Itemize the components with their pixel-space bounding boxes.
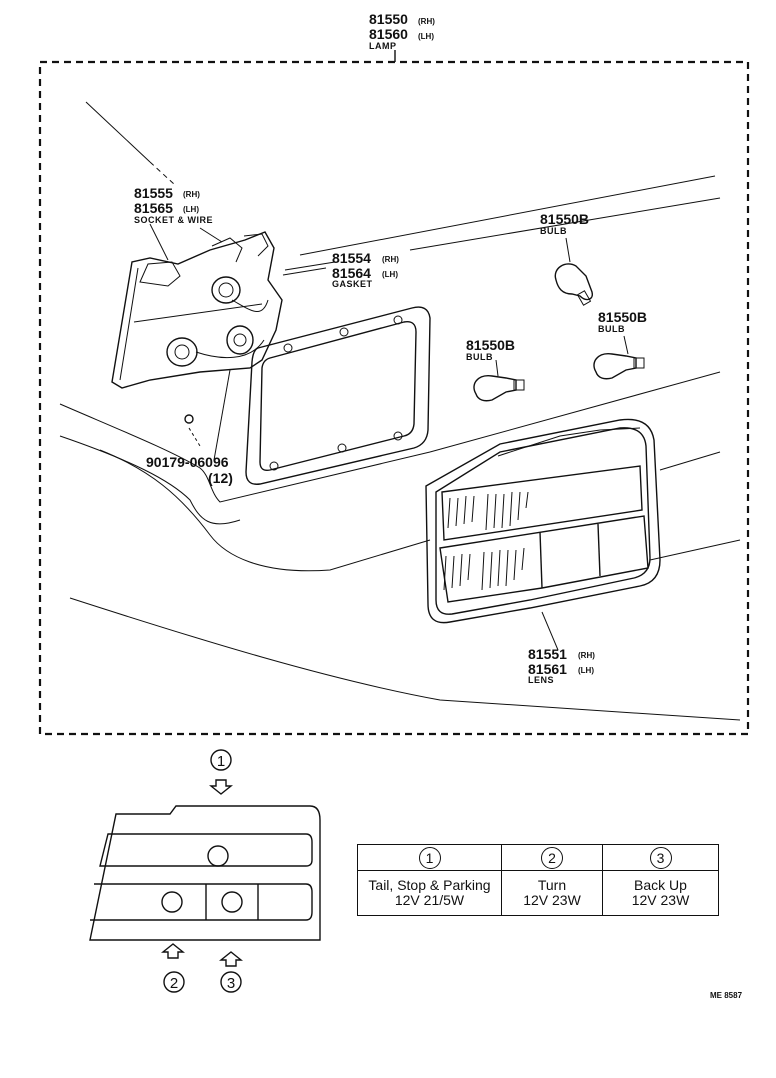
bulb-right-callout: 81550B BULB — [598, 309, 647, 334]
marker-3: 3 — [219, 951, 243, 993]
lens-ribs-lower — [443, 547, 525, 591]
down-arrow-icon — [209, 779, 233, 795]
gasket-part — [213, 267, 431, 485]
svg-text:90179-06096: 90179-06096 — [146, 454, 229, 470]
svg-text:2: 2 — [170, 975, 178, 992]
svg-text:81554: 81554 — [332, 250, 371, 266]
svg-text:GASKET: GASKET — [332, 279, 373, 289]
bulb-top-part — [554, 237, 594, 306]
lens-ribs-upper — [447, 491, 529, 531]
svg-text:81550B: 81550B — [540, 211, 589, 227]
lens-callout: 81551 (RH) 81561 (LH) LENS — [528, 646, 595, 685]
svg-text:(LH): (LH) — [578, 666, 594, 675]
bulb-spec: 12V 21/5W — [394, 892, 465, 908]
svg-text:(RH): (RH) — [183, 190, 200, 199]
bulb-use: Turn — [537, 877, 567, 893]
screw-part — [184, 414, 201, 447]
schematic-bulb-3-icon — [221, 891, 243, 913]
marker-1: 1 — [209, 749, 233, 795]
table-cell: Tail, Stop & Parking 12V 21/5W — [357, 870, 502, 916]
svg-text:(12): (12) — [208, 470, 233, 486]
socket-callout: 81555 (RH) 81565 (LH) SOCKET & WIRE — [134, 185, 213, 225]
table-header-cell: 1 — [357, 844, 502, 871]
table-cell: Turn 12V 23W — [501, 870, 603, 916]
svg-text:81555: 81555 — [134, 185, 173, 201]
bulb-use: Tail, Stop & Parking — [368, 877, 491, 893]
svg-text:BULB: BULB — [540, 226, 567, 236]
circled-number: 1 — [418, 846, 441, 869]
bulb-right-part — [593, 335, 645, 380]
bulb-spec: 12V 23W — [523, 892, 581, 908]
figure-code: ME 8587 — [710, 991, 743, 1000]
vehicle-body-outline — [59, 101, 741, 721]
socket-wire-part — [111, 223, 283, 389]
table-header-cell: 3 — [602, 844, 719, 871]
svg-text:81550B: 81550B — [466, 337, 515, 353]
table-cell: Back Up 12V 23W — [602, 870, 719, 916]
up-arrow-icon — [219, 951, 243, 967]
svg-text:SOCKET & WIRE: SOCKET & WIRE — [134, 215, 213, 225]
marker-2: 2 — [161, 943, 185, 993]
bulb-top-callout: 81550B BULB — [540, 211, 589, 236]
svg-text:LAMP: LAMP — [369, 41, 397, 51]
bulb-spec: 12V 23W — [631, 892, 690, 908]
bulb-mid-part — [473, 359, 525, 402]
lens-part — [425, 418, 661, 651]
svg-text:(RH): (RH) — [578, 651, 595, 660]
svg-text:81564: 81564 — [332, 265, 371, 281]
lamp-schematic — [89, 805, 321, 941]
table-row: Tail, Stop & Parking 12V 21/5W Turn 12V … — [357, 870, 719, 916]
bulb-use: Back Up — [634, 877, 687, 893]
svg-text:(LH): (LH) — [418, 32, 434, 41]
circled-number: 3 — [649, 846, 672, 869]
bulb-mid-callout: 81550B BULB — [466, 337, 515, 362]
lamp-callout: 81550 (RH) 81560 (LH) LAMP — [369, 11, 435, 51]
svg-text:81550B: 81550B — [598, 309, 647, 325]
gasket-callout: 81554 (RH) 81564 (LH) GASKET — [332, 250, 399, 289]
svg-text:(RH): (RH) — [382, 255, 399, 264]
svg-text:81561: 81561 — [528, 661, 567, 677]
circled-number: 2 — [541, 846, 563, 869]
svg-text:(LH): (LH) — [183, 205, 199, 214]
table-header-cell: 2 — [501, 844, 603, 871]
schematic-bulb-1-icon — [207, 845, 229, 867]
svg-text:81565: 81565 — [134, 200, 173, 216]
screw-callout: 90179-06096 (12) — [146, 454, 233, 486]
table-header-row: 1 2 3 — [357, 844, 719, 871]
assembly-boundary — [38, 50, 750, 736]
schematic-bulb-2-icon — [161, 891, 183, 913]
svg-text:1: 1 — [217, 753, 225, 770]
svg-text:LENS: LENS — [528, 675, 554, 685]
up-arrow-icon — [161, 943, 185, 959]
svg-text:81550: 81550 — [369, 11, 408, 27]
svg-text:(RH): (RH) — [418, 17, 435, 26]
svg-text:BULB: BULB — [466, 352, 493, 362]
bulb-spec-table: 1 2 3 Tail, Stop & Parking 12V 21/5W Tur… — [357, 844, 719, 916]
svg-text:BULB: BULB — [598, 324, 625, 334]
svg-text:3: 3 — [227, 975, 235, 992]
svg-text:81560: 81560 — [369, 26, 408, 42]
svg-text:81551: 81551 — [528, 646, 567, 662]
svg-text:(LH): (LH) — [382, 270, 398, 279]
